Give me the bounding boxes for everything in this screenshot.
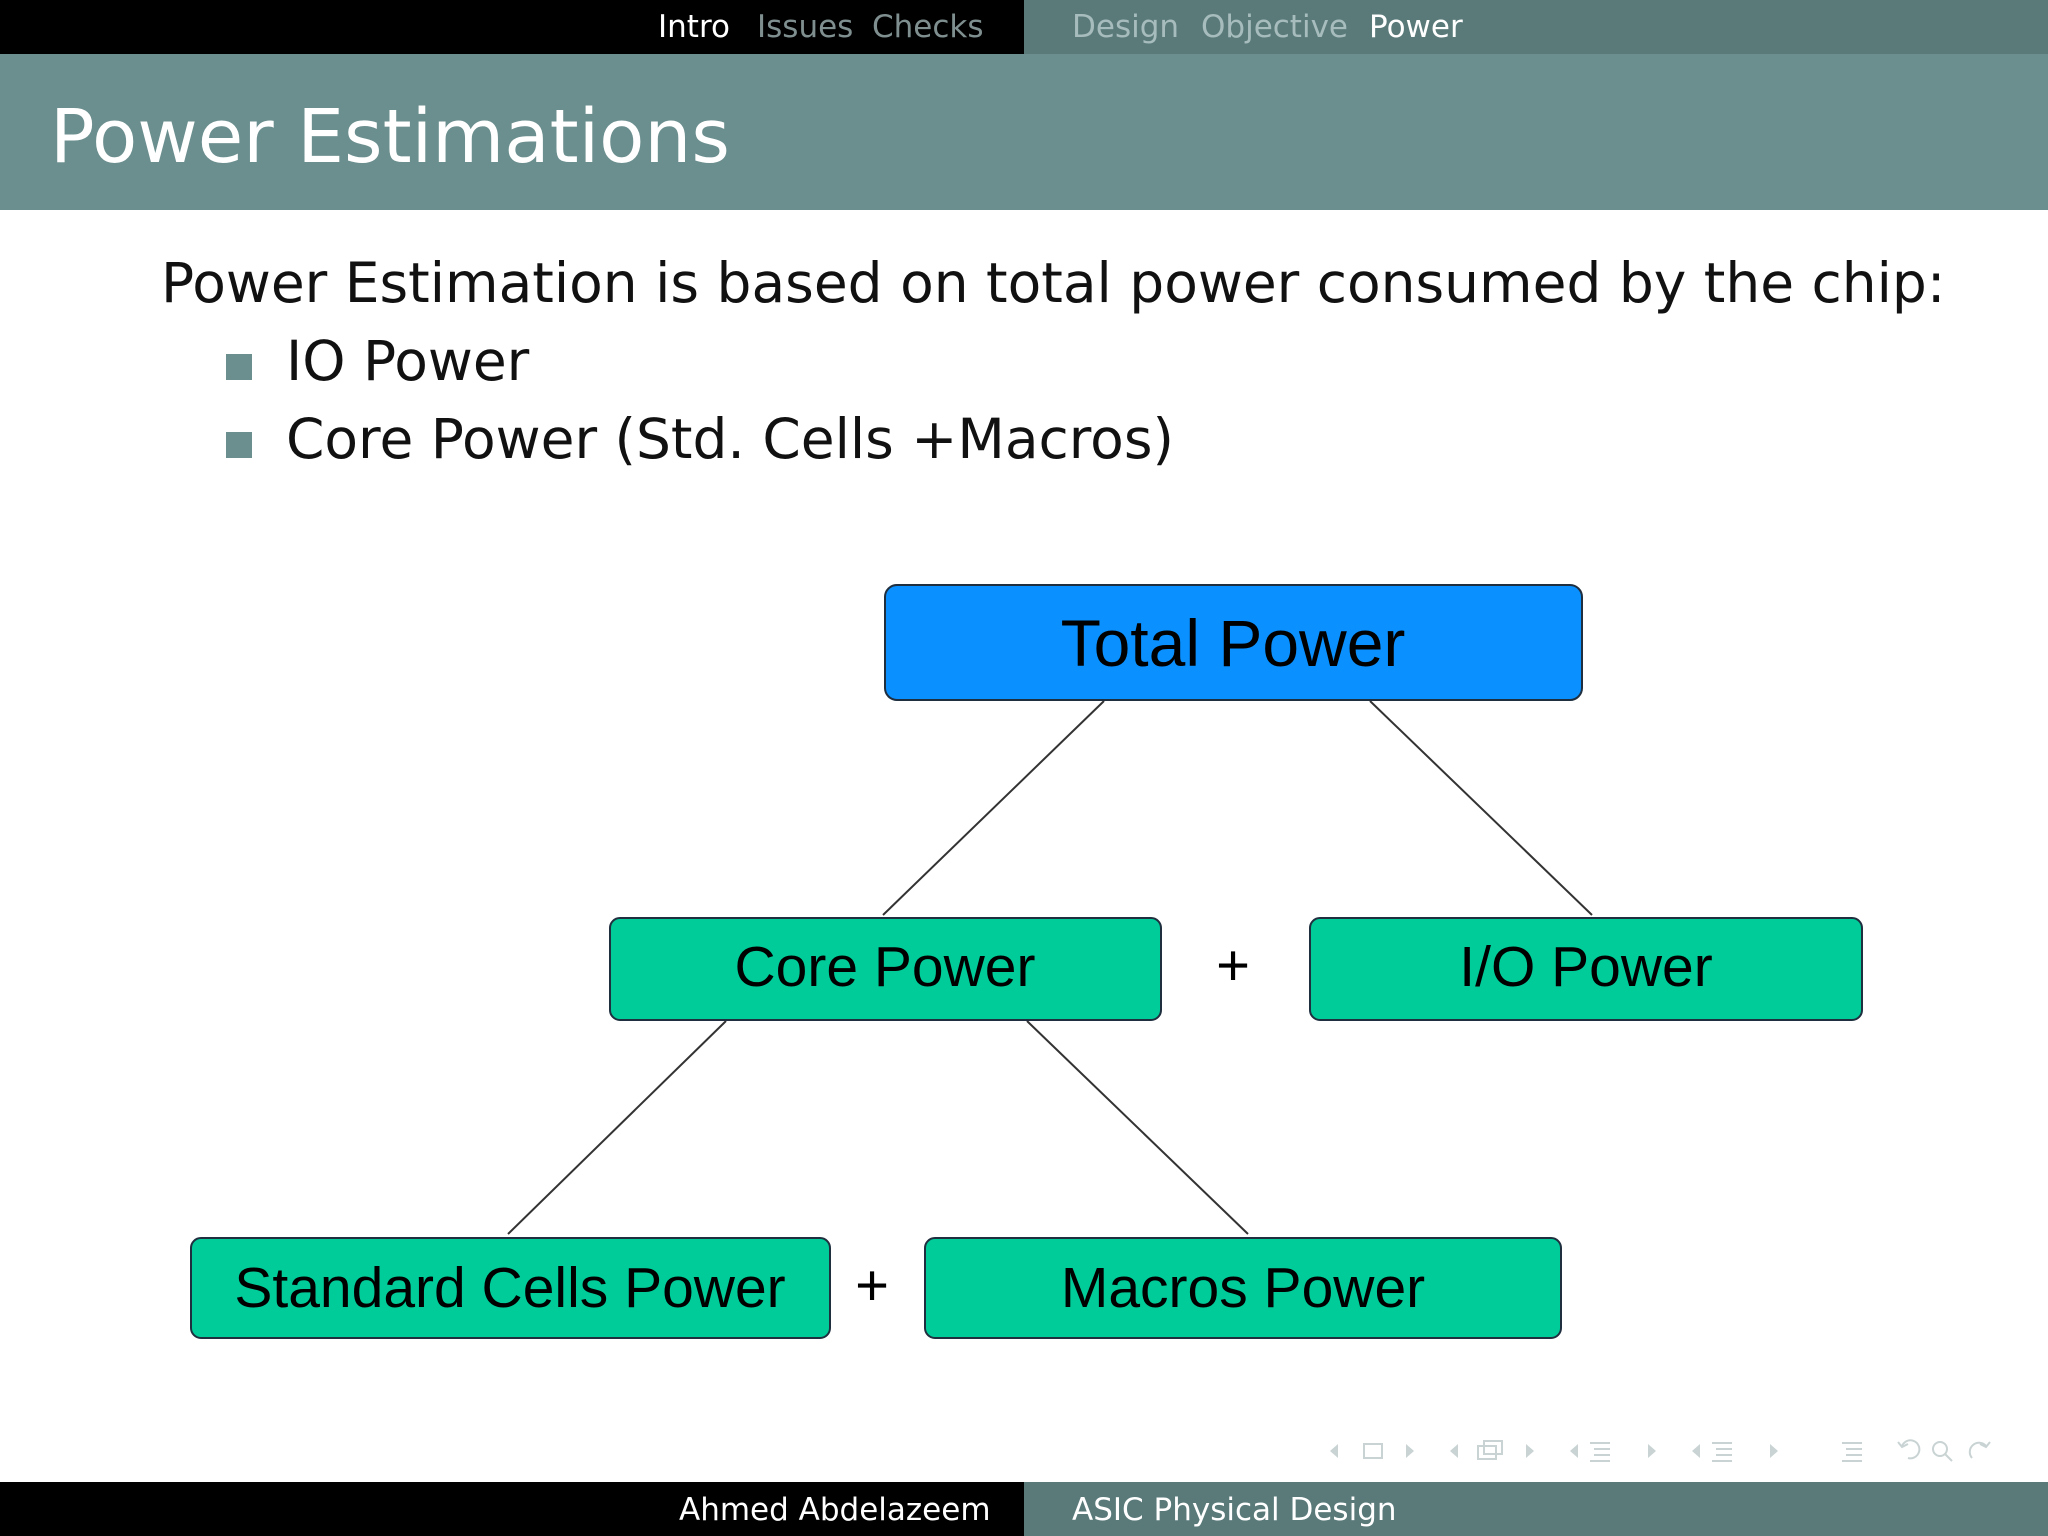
section-navigation: Intro Issues Checks Design Objective Pow… bbox=[0, 0, 2048, 54]
node-core-power-label: Core Power bbox=[735, 935, 1036, 999]
back-icon[interactable] bbox=[1897, 1439, 1921, 1460]
forward-icon[interactable] bbox=[1968, 1441, 1991, 1459]
nav-section-intro[interactable]: Intro bbox=[658, 9, 730, 45]
prev-document-icon[interactable] bbox=[1692, 1444, 1700, 1458]
plus-operator-level2: + bbox=[1216, 933, 1250, 998]
prev-frame-icon[interactable] bbox=[1330, 1444, 1338, 1458]
node-io-power: I/O Power bbox=[1309, 917, 1863, 1021]
title-band: Power Estimations bbox=[0, 54, 2048, 210]
footer-right: ASIC Physical Design bbox=[1024, 1482, 2048, 1536]
node-standard-cells-power-label: Standard Cells Power bbox=[234, 1256, 785, 1320]
footer-left: Ahmed Abdelazeem bbox=[0, 1482, 1024, 1536]
connector-core-to-stdcells bbox=[507, 1020, 727, 1235]
subsection-icon[interactable] bbox=[1477, 1440, 1503, 1460]
connector-total-to-core bbox=[882, 700, 1105, 916]
node-macros-power: Macros Power bbox=[924, 1237, 1562, 1339]
section-icon[interactable] bbox=[1590, 1442, 1610, 1462]
nav-section-issues[interactable]: Issues bbox=[757, 9, 854, 45]
connector-core-to-macros bbox=[1026, 1020, 1249, 1235]
next-frame-icon[interactable] bbox=[1406, 1444, 1414, 1458]
plus-operator-level3: + bbox=[855, 1253, 889, 1318]
next-section-icon[interactable] bbox=[1648, 1444, 1656, 1458]
nav-section-checks[interactable]: Checks bbox=[872, 9, 984, 45]
nav-subsection-objective[interactable]: Objective bbox=[1201, 9, 1348, 45]
connector-total-to-io bbox=[1369, 700, 1593, 916]
frame-icon[interactable] bbox=[1363, 1443, 1383, 1459]
bullet-square-icon bbox=[226, 432, 252, 458]
node-standard-cells-power: Standard Cells Power bbox=[190, 1237, 831, 1339]
section-navigation-right: Design Objective Power bbox=[1024, 0, 2048, 54]
beamer-navigation-symbols bbox=[1330, 1439, 1991, 1462]
next-document-icon[interactable] bbox=[1770, 1444, 1778, 1458]
search-icon[interactable] bbox=[1932, 1441, 1953, 1462]
node-io-power-label: I/O Power bbox=[1459, 935, 1712, 999]
bullet-square-icon bbox=[226, 354, 252, 380]
prev-subsection-icon[interactable] bbox=[1450, 1444, 1458, 1458]
next-subsection-icon[interactable] bbox=[1526, 1444, 1534, 1458]
slide-title: Power Estimations bbox=[50, 94, 730, 180]
section-navigation-left: Intro Issues Checks bbox=[0, 0, 1024, 54]
footer-author: Ahmed Abdelazeem bbox=[679, 1492, 991, 1528]
node-total-power: Total Power bbox=[884, 584, 1583, 701]
node-total-power-label: Total Power bbox=[1061, 606, 1406, 680]
footer-course: ASIC Physical Design bbox=[1072, 1492, 1397, 1528]
node-core-power: Core Power bbox=[609, 917, 1162, 1021]
nav-subsection-design[interactable]: Design bbox=[1072, 9, 1180, 45]
nav-subsection-power[interactable]: Power bbox=[1369, 9, 1463, 45]
intro-text: Power Estimation is based on total power… bbox=[161, 251, 1946, 315]
prev-section-icon[interactable] bbox=[1570, 1444, 1578, 1458]
bullet-io-power: IO Power bbox=[286, 329, 530, 393]
document-icon[interactable] bbox=[1712, 1442, 1732, 1462]
appendix-icon[interactable] bbox=[1842, 1442, 1862, 1462]
bullet-core-power: Core Power (Std. Cells +Macros) bbox=[286, 407, 1174, 471]
node-macros-power-label: Macros Power bbox=[1061, 1256, 1425, 1320]
